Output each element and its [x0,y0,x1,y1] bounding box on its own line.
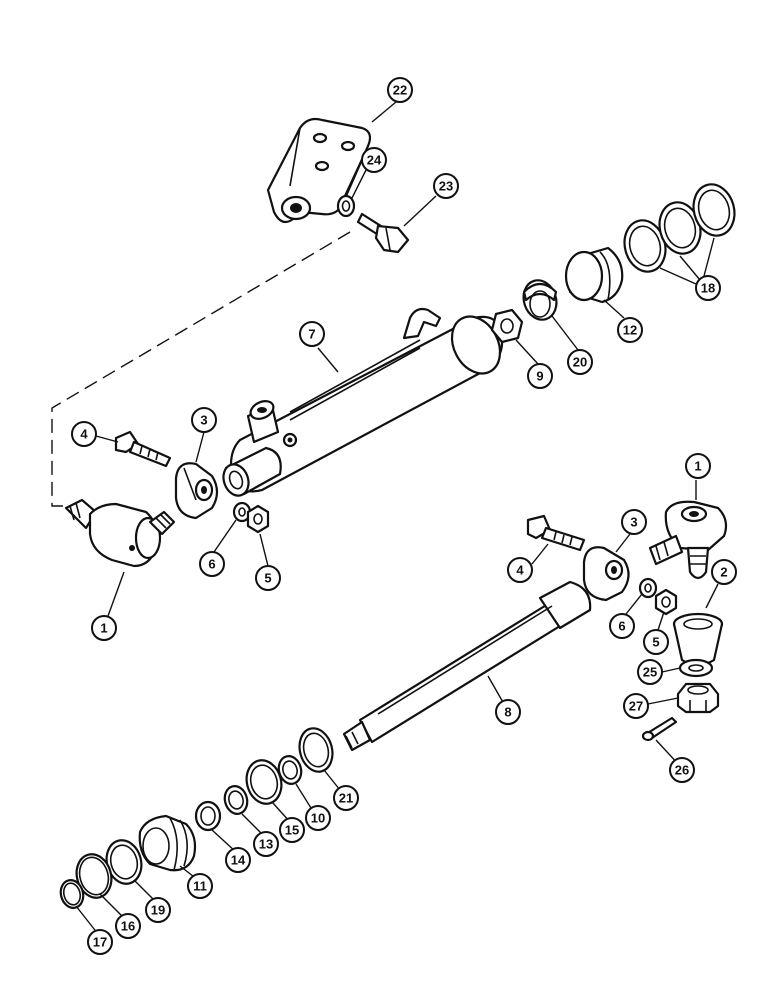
callout-1-left: 1 [91,615,117,641]
seal-ring-17 [59,879,85,909]
callout-1-right: 1 [685,453,711,479]
split-collar [522,279,558,321]
callout-12: 12 [617,317,643,343]
clamp-bolt-right [526,514,586,552]
callout-7: 7 [299,321,325,347]
callout-11: 11 [187,873,213,899]
callout-3-right: 3 [621,509,647,535]
callout-label: 27 [629,699,643,714]
callout-label: 24 [367,153,382,168]
cylinder-barrel [222,307,504,497]
callout-25: 25 [637,659,663,685]
seal-ring-16 [75,853,113,899]
callout-label: 4 [80,427,88,442]
callout-6-right: 6 [609,613,635,639]
callout-6-left: 6 [199,551,225,577]
callout-20: 20 [567,349,593,375]
callout-label: 3 [200,413,207,428]
callout-label: 17 [93,935,107,950]
callout-label: 2 [720,565,727,580]
callout-24: 24 [361,147,387,173]
callout-label: 8 [504,705,511,720]
callout-label: 6 [208,557,215,572]
nut-right [654,588,678,616]
callout-label: 26 [675,763,689,778]
callout-label: 23 [439,179,453,194]
callout-4-left: 4 [71,421,97,447]
callout-label: 20 [573,355,587,370]
mounting-bracket [266,117,372,224]
callout-10: 10 [305,805,331,831]
callout-label: 6 [618,619,625,634]
callout-18: 18 [695,275,721,301]
lock-nut [490,308,524,344]
callout-16: 16 [115,913,141,939]
cotter-pin [641,716,678,742]
callout-label: 12 [623,323,637,338]
seal-ring-15 [245,759,283,805]
callout-3-left: 3 [191,407,217,433]
callout-9: 9 [527,363,553,389]
callout-label: 3 [630,515,637,530]
callout-label: 10 [311,811,325,826]
callout-5-right: 5 [643,629,669,655]
callout-2: 2 [711,559,737,585]
callout-17: 17 [87,929,113,955]
callout-22: 22 [387,77,413,103]
callout-label: 5 [264,571,271,586]
callout-label: 1 [100,621,107,636]
callout-26: 26 [669,757,695,783]
callout-label: 25 [643,665,657,680]
callout-label: 22 [393,83,407,98]
callout-4-right: 4 [507,557,533,583]
nut-left [246,504,270,534]
piston-11 [138,814,197,872]
cone-washer [672,612,724,667]
washer [336,194,356,218]
seal-ring-21 [298,727,334,773]
leader-lines [75,101,719,935]
seal-ring-13 [223,785,249,815]
clamp-left [174,462,219,520]
callout-15: 15 [279,817,305,843]
callout-label: 11 [193,879,207,894]
callout-label: 7 [308,327,315,342]
callout-14: 14 [225,847,251,873]
callout-21: 21 [333,785,359,811]
callout-label: 13 [259,837,273,852]
callout-label: 21 [339,791,353,806]
callout-8: 8 [495,699,521,725]
flat-washer [678,658,714,678]
callout-5-left: 5 [255,565,281,591]
callout-label: 5 [652,635,659,650]
seal-ring-19 [105,839,143,885]
bolt [356,212,410,254]
callout-label: 15 [285,823,299,838]
callout-label: 19 [151,903,165,918]
callout-label: 14 [231,853,246,868]
callout-label: 16 [121,919,135,934]
castle-nut [676,682,720,714]
callout-label: 4 [516,563,524,578]
sealing-rings [623,183,736,273]
callout-23: 23 [433,173,459,199]
ball-joint-left [64,498,176,568]
callout-27: 27 [623,693,649,719]
clamp-right [582,546,630,602]
bushing-14 [194,800,222,832]
clamp-bolt-left [114,430,172,468]
piston-rod [342,580,592,752]
ball-joint-right [648,500,728,580]
callout-label: 18 [701,281,715,296]
alignment-dash-line [51,231,351,507]
callout-19: 19 [145,897,171,923]
callout-label: 1 [694,459,701,474]
callout-label: 9 [536,369,543,384]
cylinder-gland [564,246,624,304]
washer-right [638,577,658,599]
callout-13: 13 [253,831,279,857]
